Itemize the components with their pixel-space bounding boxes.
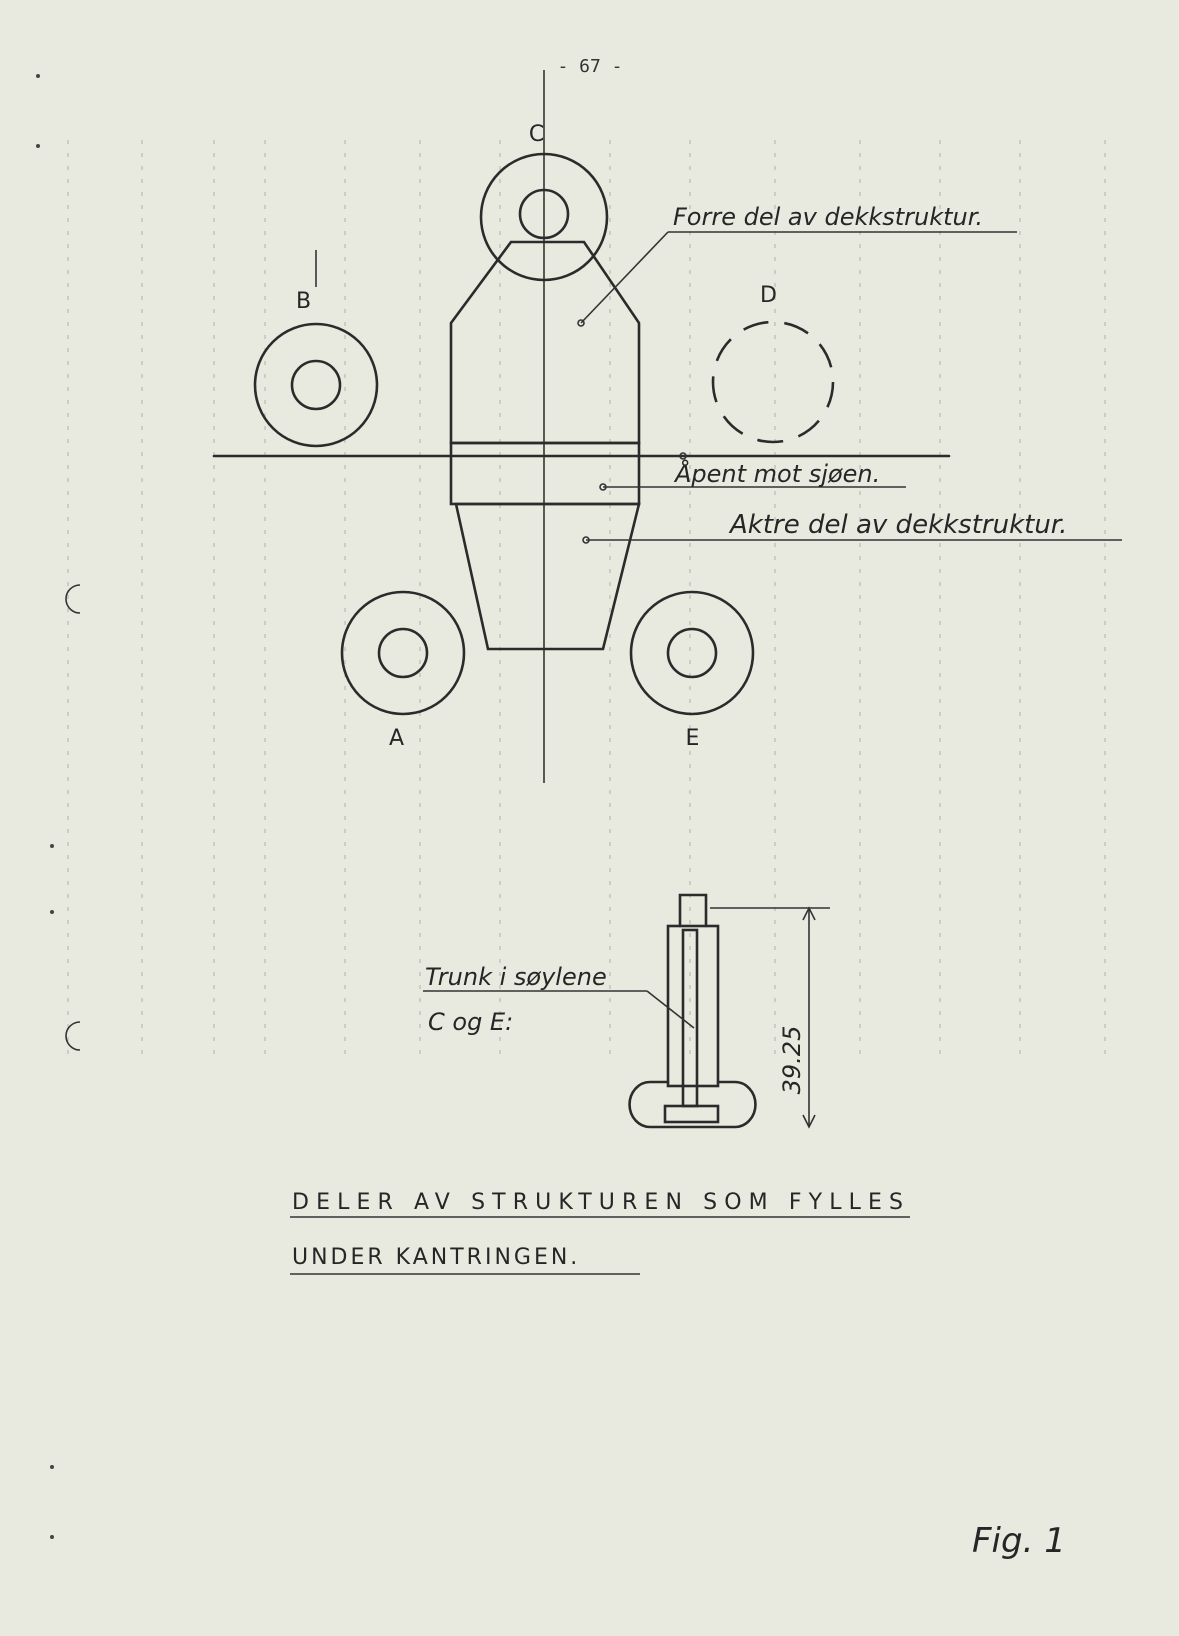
caption-line-2: UNDER KANTRINGEN.: [292, 1245, 580, 1270]
trunk-detail: [628, 893, 757, 1129]
label-c: C: [529, 122, 547, 147]
open-section: [449, 441, 641, 506]
column-d: D: [711, 283, 835, 444]
column-e: E: [629, 590, 755, 751]
column-a: A: [340, 590, 466, 751]
margin-marks: [36, 74, 81, 1539]
caption: DELER AV STRUKTUREN SOM FYLLES UNDER KAN…: [290, 1190, 910, 1275]
svg-text:39.25: 39.25: [778, 1026, 806, 1095]
page-number: - 67 -: [557, 56, 622, 77]
caption-line-1: DELER AV STRUKTUREN SOM FYLLES: [292, 1190, 906, 1215]
svg-text:Åpent mot sjøen.: Åpent mot sjøen.: [673, 459, 880, 488]
label-b: B: [296, 289, 314, 314]
column-b: B: [253, 250, 379, 448]
svg-text:Aktre del av dekkstruktur.: Aktre del av dekkstruktur.: [728, 510, 1067, 540]
label-e: E: [686, 726, 703, 751]
punch-hole-top: [65, 584, 81, 614]
label-d: D: [760, 283, 780, 308]
paper-grid: [67, 140, 1106, 1060]
annotation-aft-deck: Aktre del av dekkstruktur.: [582, 510, 1122, 544]
figure-label: Fig. 1: [972, 1521, 1066, 1561]
punch-hole-bottom: [65, 1021, 81, 1051]
svg-text:C og E:: C og E:: [428, 1008, 513, 1036]
label-a: A: [389, 726, 407, 751]
annotation-open-side: Åpent mot sjøen.: [599, 452, 906, 491]
annotation-forward-deck: Forre del av dekkstruktur.: [577, 203, 1017, 327]
aft-deck-structure: [454, 502, 641, 651]
dimension-39-25: 39.25: [710, 906, 830, 1129]
annotation-trunk: Trunk i søylene C og E:: [423, 963, 695, 1036]
svg-text:Trunk i søylene: Trunk i søylene: [425, 963, 607, 991]
svg-text:Forre del av dekkstruktur.: Forre del av dekkstruktur.: [673, 203, 983, 231]
column-c: C: [479, 122, 609, 282]
forward-deck-structure: [449, 240, 641, 445]
